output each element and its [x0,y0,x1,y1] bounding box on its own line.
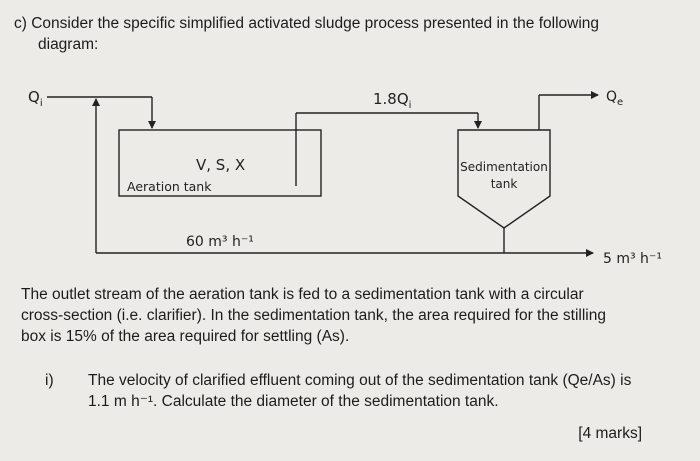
question-prefix: c) [14,15,27,32]
sed-name-2: tank [491,177,518,191]
question-line-1: c) Consider the specific simplified acti… [14,14,599,33]
question-line-2: diagram: [38,36,99,53]
part-i-line-2: 1.1 m h⁻¹. Calculate the diameter of the… [88,393,499,410]
waste-flow-label: 5 m³ h⁻¹ [603,251,662,267]
recycle-top-label: 1.8Qi [373,90,411,111]
question-text-1: Consider the specific simplified activat… [31,15,600,32]
aeration-vars: V, S, X [196,156,245,174]
process-diagram: Qi 1.8Qi Qe V, S, X Aeration tank Sedime… [28,88,662,267]
sed-name-1: Sedimentation [460,160,548,174]
recycle-flow-label: 60 m³ h⁻¹ [186,234,254,250]
part-i-line-1: The velocity of clarified effluent comin… [88,372,632,389]
sedimentation-tank [457,129,551,229]
paragraph-line-2: cross-section (i.e. clarifier). In the s… [21,307,606,324]
paragraph-line-3: box is 15% of the area required for sett… [21,328,350,345]
part-i-label: i) [45,372,54,389]
effluent-label: Qe [606,89,623,108]
marks-label: [4 marks] [578,425,642,442]
paragraph-line-1: The outlet stream of the aeration tank i… [21,286,584,303]
aeration-tank [118,129,322,197]
aeration-name: Aeration tank [127,179,212,194]
inlet-label: Qi [28,88,43,109]
